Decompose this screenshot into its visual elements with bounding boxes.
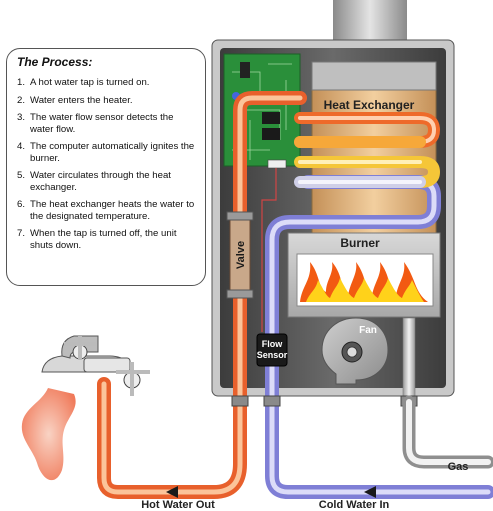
burner-label: Burner xyxy=(340,236,380,250)
cold-water-in-label: Cold Water In xyxy=(319,499,390,511)
process-step: 6. The heat exchanger heats the water to … xyxy=(17,199,197,222)
valve-cap-top xyxy=(226,211,254,221)
exhaust-chimney xyxy=(333,0,407,42)
flow-sensor xyxy=(256,333,288,367)
step-number: 6. xyxy=(17,199,26,210)
step-number: 7. xyxy=(17,228,26,239)
hot-flow-arrow xyxy=(166,486,178,498)
heat-exchanger-label: Heat Exchanger xyxy=(324,98,415,112)
step-number: 4. xyxy=(17,141,26,152)
step-number: 5. xyxy=(17,170,26,181)
step-text: Water enters the heater. xyxy=(30,94,133,106)
process-panel: The Process: 1. A hot water tap is turned… xyxy=(6,48,206,286)
faucet-handle-left xyxy=(64,336,96,360)
chip xyxy=(240,62,250,78)
process-step: 1. A hot water tap is turned on. xyxy=(17,77,197,89)
hot-water-out-label: Hot Water Out xyxy=(141,499,215,511)
circuit-board-traces xyxy=(232,63,292,160)
chip xyxy=(262,112,280,124)
step-text: A hot water tap is turned on. xyxy=(30,77,150,88)
step-text: When the tap is turned off, the unit shu… xyxy=(30,228,177,251)
fan-label: Fan xyxy=(359,325,377,336)
valve-cap-bottom xyxy=(226,289,254,299)
hot-water-pipe xyxy=(97,91,307,499)
step-text: The water flow sensor detects the water … xyxy=(30,112,174,135)
process-step: 2. Water enters the heater. xyxy=(17,95,197,107)
heat-exchanger-coils xyxy=(294,112,441,188)
process-title: The Process: xyxy=(17,55,93,69)
step-text: The heat exchanger heats the water to th… xyxy=(30,199,195,222)
burner-flames xyxy=(300,262,428,302)
step-number: 2. xyxy=(17,94,26,106)
flow-sensor-label-line2: Sensor xyxy=(257,350,288,360)
gas-line-inner xyxy=(402,317,416,397)
process-step: 7. When the tap is turned off, the unit s… xyxy=(17,228,197,251)
process-steps: 1. A hot water tap is turned on. 2. Water … xyxy=(17,77,197,251)
faucet-handle-right xyxy=(116,362,150,396)
pipe-fitting xyxy=(231,395,249,407)
heat-exchanger-top xyxy=(311,61,437,91)
gas-label: Gas xyxy=(448,461,469,473)
step-number: 1. xyxy=(17,77,26,88)
valve-label: Valve xyxy=(235,241,247,269)
cold-water-pipe xyxy=(265,175,493,499)
process-step: 5. Water circulates through the heat exch… xyxy=(17,170,197,193)
flow-sensor-label-line1: Flow xyxy=(262,339,283,349)
step-text: The computer automatically ignites the b… xyxy=(30,141,195,164)
step-number: 3. xyxy=(17,112,26,123)
step-text: Water circulates through the heat exchan… xyxy=(30,170,171,193)
hot-water-stream xyxy=(21,388,76,481)
gas-pipe xyxy=(402,395,493,469)
process-step: 3. The water flow sensor detects the wate… xyxy=(17,112,197,135)
pipe-fitting xyxy=(263,395,281,407)
process-step: 4. The computer automatically ignites the… xyxy=(17,141,197,164)
sensor-cable xyxy=(261,168,277,332)
cold-flow-arrow xyxy=(364,486,376,498)
connector xyxy=(267,159,287,169)
fan-rotor xyxy=(346,346,358,358)
chip xyxy=(262,128,280,140)
